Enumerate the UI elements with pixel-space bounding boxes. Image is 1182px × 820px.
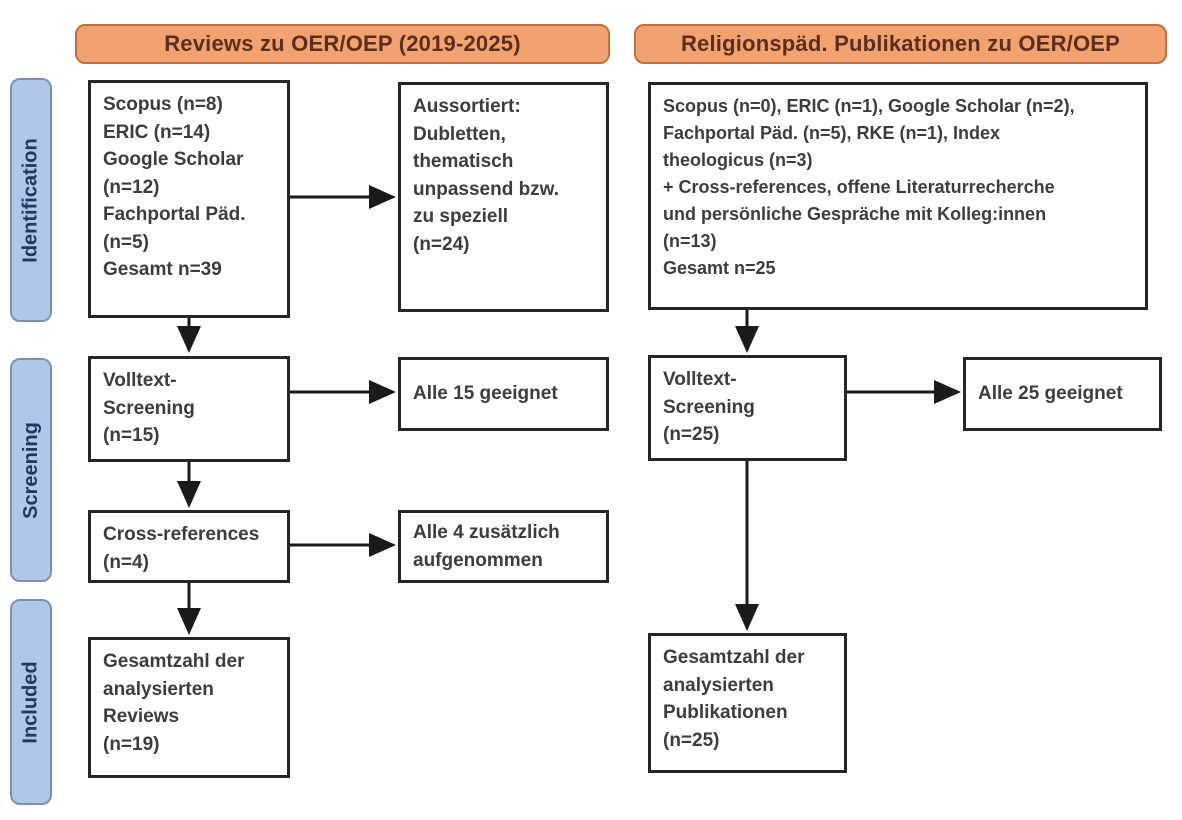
stage-label-screening-text: Screening [19,421,42,519]
column-header-reviews: Reviews zu OER/OEP (2019-2025) [75,24,610,64]
box-left-excluded: Aussortiert: Dubletten, thematisch unpas… [398,82,609,312]
box-right-fulltext-result: Alle 25 geeignet [963,357,1162,431]
box-left-cross-references: Cross-references (n=4) [88,510,290,583]
box-right-fulltext-screening: Volltext- Screening (n=25) [648,355,847,461]
box-left-included-total: Gesamtzahl der analysierten Reviews (n=1… [88,637,290,778]
stage-label-identification-text: Identification [19,137,42,263]
box-right-included-total: Gesamtzahl der analysierten Publikatione… [648,633,847,773]
box-left-identification-sources: Scopus (n=8) ERIC (n=14) Google Scholar … [88,80,290,318]
box-right-identification-sources: Scopus (n=0), ERIC (n=1), Google Scholar… [648,82,1148,310]
stage-label-included: Included [10,599,52,805]
box-left-fulltext-screening: Volltext- Screening (n=15) [88,356,290,462]
stage-label-screening: Screening [10,358,52,582]
box-left-fulltext-result: Alle 15 geeignet [398,357,609,431]
stage-label-included-text: Included [19,660,42,744]
stage-label-identification: Identification [10,78,52,322]
box-left-cross-references-result: Alle 4 zusätzlich aufgenommen [398,510,609,583]
column-header-religionspaed: Religionspäd. Publikationen zu OER/OEP [634,24,1167,64]
